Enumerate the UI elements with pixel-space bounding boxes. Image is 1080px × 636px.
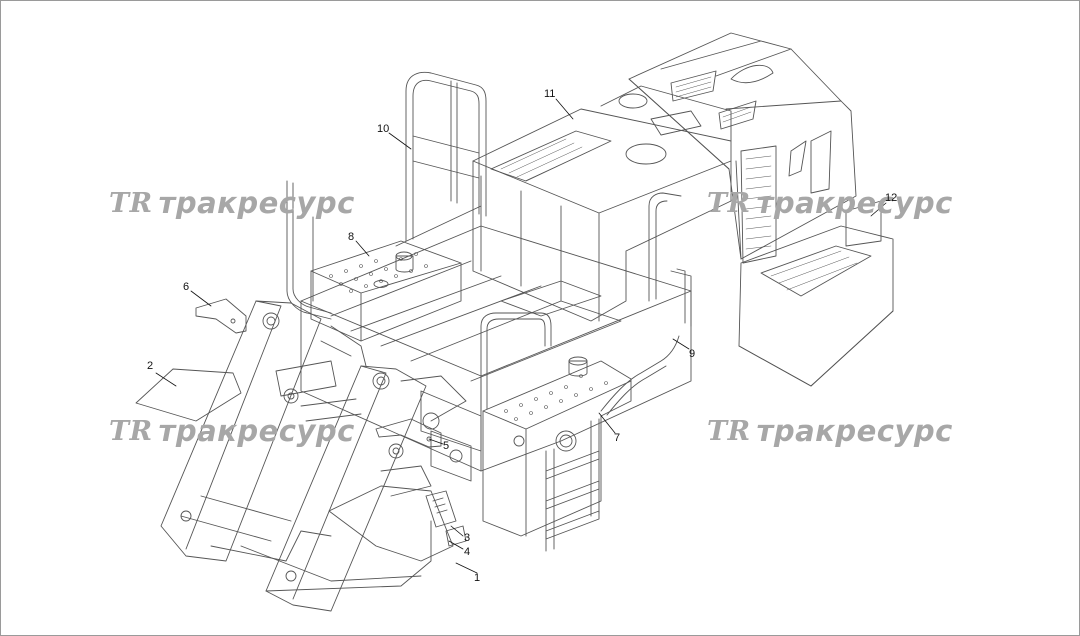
leader-lines <box>155 98 887 574</box>
bracket-5 <box>375 418 442 448</box>
callout-7: 7 <box>614 432 621 444</box>
engine-hood <box>628 32 857 264</box>
parts-3-4 <box>425 490 467 547</box>
callout-1: 1 <box>474 572 481 584</box>
callout-3: 3 <box>464 532 471 544</box>
callout-8: 8 <box>348 231 355 243</box>
main-chassis <box>300 225 692 482</box>
callout-9: 9 <box>689 348 696 360</box>
right-rear-box <box>738 200 894 387</box>
left-platform-tank <box>310 240 462 342</box>
plate-1 <box>328 485 454 562</box>
front-right-handrail-ladder <box>480 312 680 552</box>
plate-2 <box>135 368 242 422</box>
left-handrail <box>395 71 487 247</box>
callout-11: 11 <box>544 88 556 100</box>
callout-10: 10 <box>377 123 390 135</box>
callout-4: 4 <box>464 546 471 558</box>
callout-5: 5 <box>443 440 450 452</box>
cab-housing <box>472 85 732 322</box>
callout-6: 6 <box>183 281 190 293</box>
callout-12: 12 <box>885 192 898 204</box>
front-left-handrail <box>286 180 332 320</box>
front-frame <box>160 300 467 612</box>
callout-2: 2 <box>147 360 154 372</box>
right-middle-handrail <box>648 192 692 327</box>
front-right-tank <box>482 356 632 537</box>
bracket-6 <box>195 298 247 334</box>
